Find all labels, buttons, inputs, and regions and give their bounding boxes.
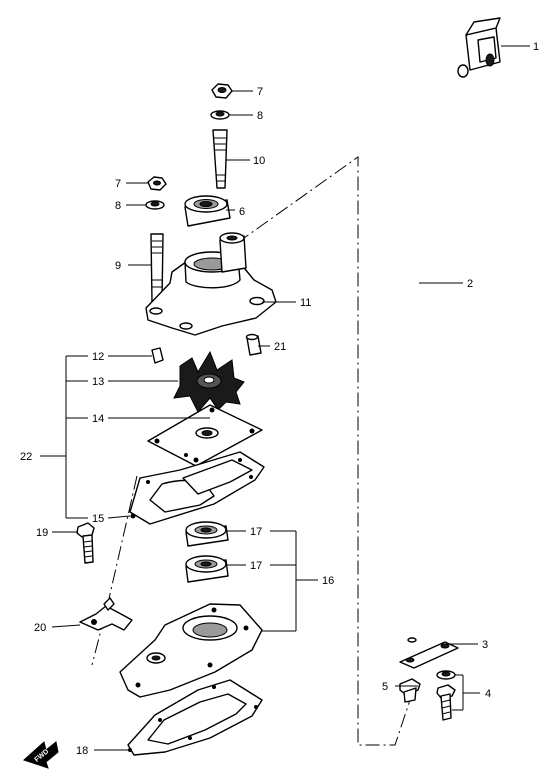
callout-9: 9 (115, 260, 121, 272)
retainer-washer (436, 670, 456, 680)
callout-12: 12 (92, 351, 104, 363)
callout-1: 1 (533, 41, 539, 53)
callout-15: 15 (92, 513, 104, 525)
pump-case (145, 232, 277, 336)
callout-16: 16 (322, 575, 334, 587)
assembly-boundary-line (236, 156, 411, 746)
callout-19: 19 (36, 527, 48, 539)
callout-6: 6 (239, 206, 245, 218)
gasket-guide-line (91, 475, 138, 666)
callout-17-upper: 17 (250, 526, 262, 538)
callout-10: 10 (253, 155, 265, 167)
callout-labels: 1 2 3 4 5 6 7 7 8 8 9 10 11 12 13 14 15 … (20, 41, 539, 757)
pump-gasket (129, 451, 265, 525)
impeller-key (151, 347, 164, 364)
callout-11: 11 (300, 297, 311, 309)
callout-22: 22 (20, 451, 32, 463)
bottom-gasket (127, 679, 263, 756)
callout-17-lower: 17 (250, 560, 262, 572)
stud-top (212, 129, 228, 189)
bearing-upper (185, 521, 229, 547)
bearing-lower (185, 555, 229, 583)
oil-seal (184, 195, 231, 227)
callout-8-mid: 8 (115, 200, 121, 212)
liner-plate (147, 404, 263, 467)
fwd-arrow-icon: FWD (23, 741, 59, 769)
leader-lines (40, 45, 530, 751)
callout-5: 5 (382, 681, 388, 693)
callout-14: 14 (92, 413, 104, 425)
callout-20: 20 (34, 622, 46, 634)
nut-top (211, 83, 233, 99)
callout-7-top: 7 (257, 86, 263, 98)
dowel-pin (245, 333, 262, 356)
impeller (173, 350, 245, 413)
water-tube (407, 68, 463, 643)
washer-mid (145, 200, 165, 210)
nut-mid (147, 176, 167, 191)
callout-4: 4 (485, 688, 491, 700)
callout-3: 3 (482, 639, 488, 651)
callout-2: 2 (467, 278, 473, 290)
retainer-plate (399, 641, 459, 669)
lower-housing (119, 603, 263, 698)
callout-18: 18 (76, 745, 88, 757)
callout-13: 13 (92, 376, 104, 388)
callout-8-top: 8 (257, 110, 263, 122)
clamp-bracket (79, 597, 133, 631)
washer-top (210, 110, 230, 120)
grommet (457, 17, 501, 78)
retainer-bolt (399, 678, 421, 703)
bolt-left (76, 522, 95, 564)
retainer-screw (436, 684, 456, 721)
callout-21: 21 (274, 341, 286, 353)
callout-7-mid: 7 (115, 178, 121, 190)
